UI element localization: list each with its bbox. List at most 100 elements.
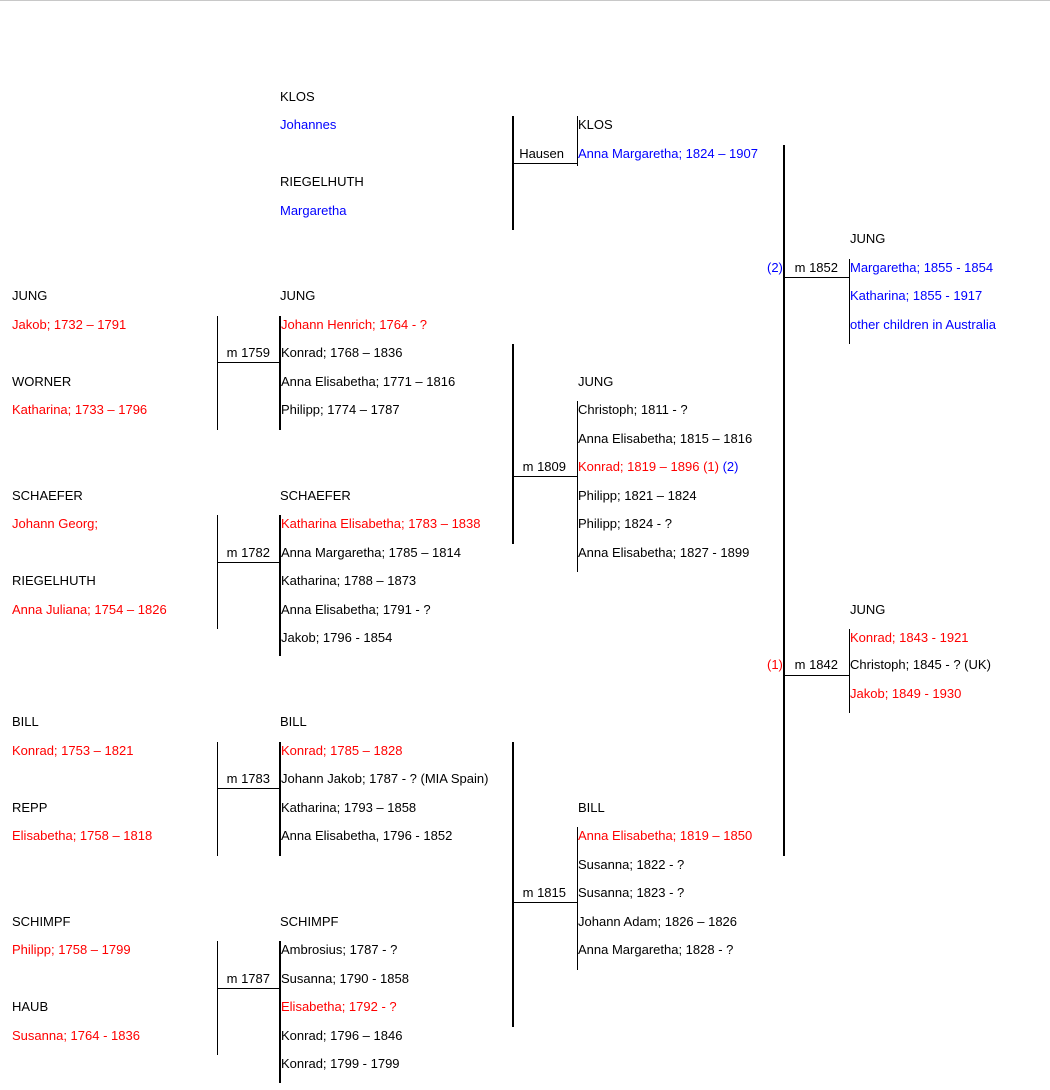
- couple-line-schaefer: [217, 515, 218, 629]
- surname-schaefer: SCHAEFER: [12, 488, 83, 503]
- couple-line-klos: [512, 116, 514, 230]
- marriage-line-1787: [217, 988, 279, 989]
- surname-jung-second: JUNG: [850, 231, 886, 246]
- person-anna-juliana: Anna Juliana; 1754 – 1826: [12, 602, 167, 617]
- child-entry: Anna Elisabetha; 1815 – 1816: [578, 431, 753, 446]
- couple-line-schimpf: [217, 941, 218, 1055]
- konrad-mark-1: (1): [703, 459, 719, 474]
- child-entry: Margaretha; 1855 - 1854: [850, 260, 994, 275]
- child-entry: Anna Elisabetha; 1819 – 1850: [578, 828, 753, 843]
- person-elisabetha: Elisabetha; 1758 – 1818: [12, 828, 153, 843]
- person-margaretha: Margaretha: [280, 203, 347, 218]
- surname-schimpf-children: SCHIMPF: [280, 914, 339, 929]
- couple-line-jung: [217, 316, 218, 430]
- marriage-mark-1: (1): [767, 657, 783, 672]
- child-entry: Katharina; 1788 – 1873: [281, 573, 417, 588]
- couple-line-bill: [217, 742, 218, 856]
- children-line-jung-1809: [577, 401, 578, 572]
- child-entry-konrad: Konrad; 1819 – 1896 (1) (2): [578, 459, 738, 475]
- marriage-line-1782: [217, 562, 279, 563]
- child-entry: Anna Margaretha; 1828 - ?: [578, 942, 734, 957]
- child-entry: Konrad; 1799 - 1799: [281, 1056, 400, 1071]
- children-line-1852: [849, 259, 850, 344]
- couple-line-jung-schaefer: [512, 344, 514, 544]
- surname-bill-gen2: BILL: [578, 800, 605, 815]
- marriage-label-1787: m 1787: [226, 971, 270, 986]
- marriage-line-1809: [512, 476, 577, 477]
- surname-klos-parent: KLOS: [280, 89, 315, 104]
- person-philipp: Philipp; 1758 – 1799: [12, 942, 131, 957]
- person-johann-georg: Johann Georg;: [12, 516, 99, 531]
- surname-worner: WORNER: [12, 374, 72, 389]
- marriage-line-1783: [217, 788, 279, 789]
- surname-klos: KLOS: [578, 117, 613, 132]
- surname-schaefer-children: SCHAEFER: [280, 488, 351, 503]
- child-entry: Konrad; 1843 - 1921: [850, 630, 969, 645]
- surname-riegelhuth-parent: RIEGELHUTH: [280, 174, 364, 189]
- children-line-bill: [279, 742, 281, 856]
- person-katharina: Katharina; 1733 – 1796: [12, 402, 148, 417]
- child-entry: Susanna; 1790 - 1858: [281, 971, 409, 986]
- marriage-line-1842: [783, 675, 849, 676]
- marriage-label-1783: m 1783: [226, 771, 270, 786]
- children-line-schaefer: [279, 515, 281, 656]
- child-entry: Anna Elisabetha, 1796 - 1852: [281, 828, 453, 843]
- children-line-1842: [849, 629, 850, 713]
- child-entry: Anna Margaretha; 1785 – 1814: [281, 545, 461, 560]
- top-border: [0, 0, 1050, 1]
- child-entry: Johann Henrich; 1764 - ?: [281, 317, 427, 332]
- surname-jung-first: JUNG: [850, 602, 886, 617]
- child-entry: Susanna; 1822 - ?: [578, 857, 685, 872]
- child-entry: Konrad; 1768 – 1836: [281, 345, 403, 360]
- surname-bill-children: BILL: [280, 714, 307, 729]
- marriage-line-hausen: [512, 163, 577, 164]
- person-susanna: Susanna; 1764 - 1836: [12, 1028, 140, 1043]
- children-line-schimpf: [279, 941, 281, 1083]
- child-entry: Konrad; 1785 – 1828: [281, 743, 403, 758]
- konrad-name: Konrad; 1819 – 1896: [578, 459, 700, 474]
- children-line-klos: [577, 116, 578, 166]
- children-line-jung: [279, 316, 281, 430]
- child-entry: Katharina; 1855 - 1917: [850, 288, 983, 303]
- marriage-mark-2: (2): [767, 260, 783, 275]
- child-entry: Anna Elisabetha; 1827 - 1899: [578, 545, 750, 560]
- surname-jung: JUNG: [12, 288, 48, 303]
- couple-line-konrad: [783, 145, 785, 856]
- marriage-line-1852: [783, 277, 849, 278]
- couple-line-bill-schimpf: [512, 742, 514, 1027]
- children-line-bill-1815: [577, 827, 578, 970]
- surname-bill: BILL: [12, 714, 39, 729]
- surname-riegelhuth: RIEGELHUTH: [12, 573, 96, 588]
- child-entry: Katharina Elisabetha; 1783 – 1838: [281, 516, 481, 531]
- child-entry: Philipp; 1821 – 1824: [578, 488, 697, 503]
- surname-jung-children: JUNG: [280, 288, 316, 303]
- child-entry: Johann Adam; 1826 – 1826: [578, 914, 738, 929]
- marriage-label-1759: m 1759: [226, 345, 270, 360]
- surname-jung-gen2: JUNG: [578, 374, 614, 389]
- child-entry: Katharina; 1793 – 1858: [281, 800, 417, 815]
- child-entry: other children in Australia: [850, 317, 996, 332]
- marriage-label-1815: m 1815: [522, 885, 566, 900]
- child-entry: Konrad; 1796 – 1846: [281, 1028, 403, 1043]
- marriage-label-1842: m 1842: [794, 657, 838, 672]
- child-entry: Jakob; 1796 - 1854: [281, 630, 393, 645]
- marriage-line-1759: [217, 362, 279, 363]
- marriage-label-1782: m 1782: [226, 545, 270, 560]
- person-jakob: Jakob; 1732 – 1791: [12, 317, 127, 332]
- person-anna-margaretha-klos: Anna Margaretha; 1824 – 1907: [578, 146, 758, 161]
- child-entry: Anna Elisabetha; 1771 – 1816: [281, 374, 456, 389]
- konrad-mark-2: (2): [722, 459, 739, 474]
- child-entry: Anna Elisabetha; 1791 - ?: [281, 602, 431, 617]
- child-entry: Philipp; 1774 – 1787: [281, 402, 400, 417]
- surname-repp: REPP: [12, 800, 48, 815]
- surname-schimpf: SCHIMPF: [12, 914, 71, 929]
- surname-haub: HAUB: [12, 999, 49, 1014]
- child-entry: Susanna; 1823 - ?: [578, 885, 685, 900]
- marriage-line-1815: [512, 902, 577, 903]
- child-entry: Elisabetha; 1792 - ?: [281, 999, 397, 1014]
- child-entry: Philipp; 1824 - ?: [578, 516, 672, 531]
- person-konrad: Konrad; 1753 – 1821: [12, 743, 134, 758]
- person-johannes: Johannes: [280, 117, 337, 132]
- marriage-label-1852: m 1852: [794, 260, 838, 275]
- child-entry: Johann Jakob; 1787 - ? (MIA Spain): [281, 771, 489, 786]
